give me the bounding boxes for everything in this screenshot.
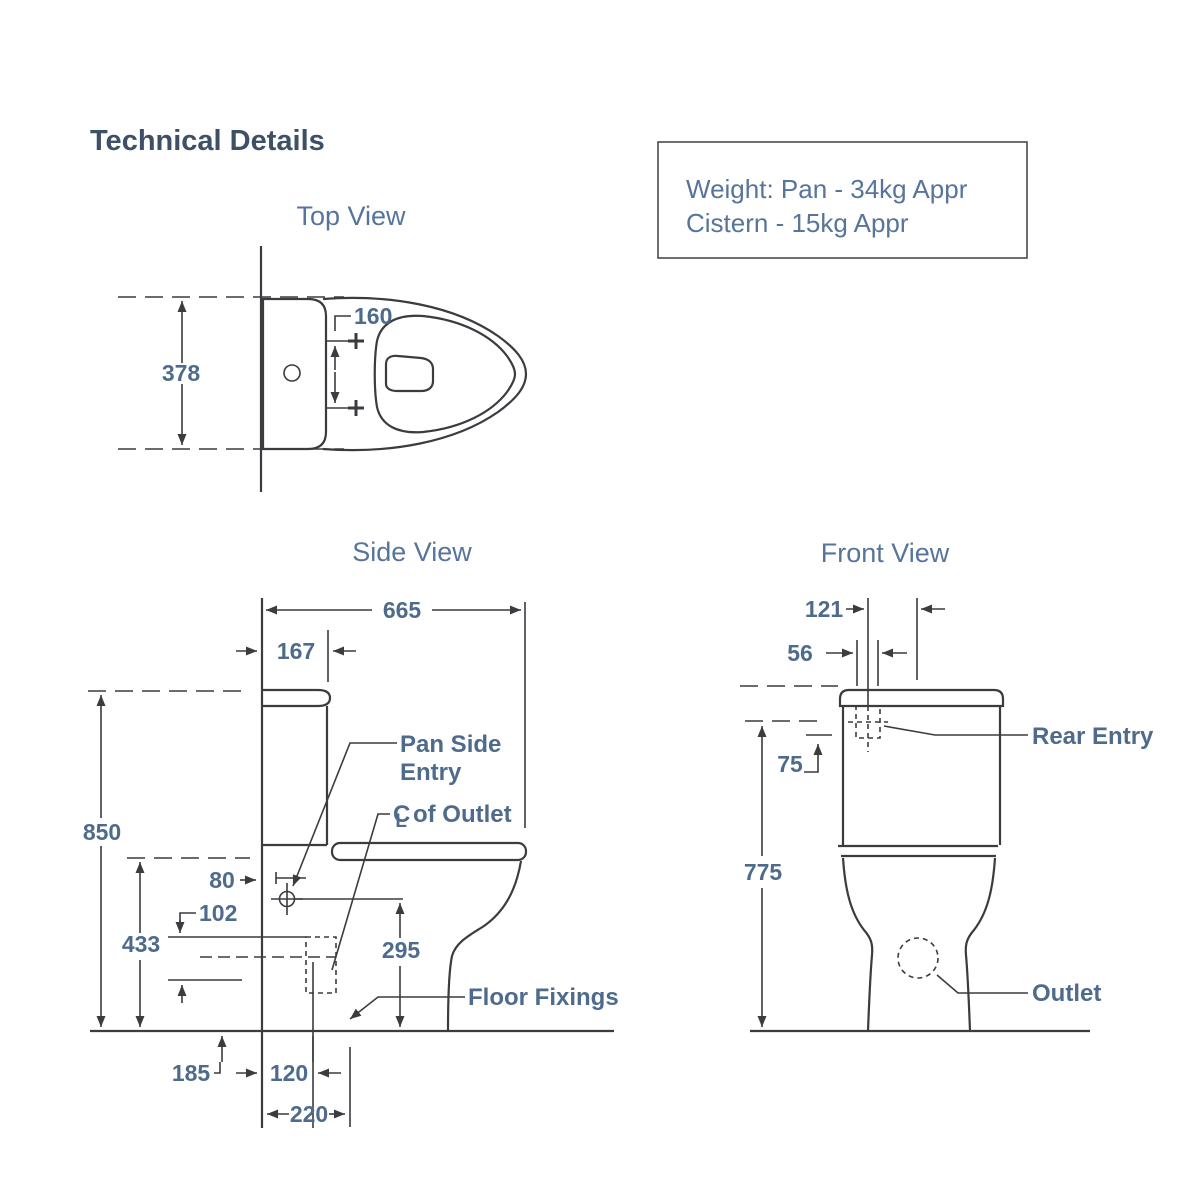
floor-fixings-leader <box>349 996 465 1020</box>
dim-75: 75 <box>777 751 803 777</box>
dim-bracket-75 <box>804 762 819 773</box>
seat-inner-outline <box>373 314 517 434</box>
pan-side-entry-label-line1: Pan Side <box>400 731 501 758</box>
pan-side-entry-label-line2: Entry <box>400 759 462 786</box>
dim-56: 56 <box>787 640 813 666</box>
flush-button-icon <box>283 364 301 382</box>
cistern-lid-profile <box>262 688 332 708</box>
dim-bracket-185 <box>214 1062 221 1074</box>
dim-121: 121 <box>805 596 844 622</box>
page-title: Technical Details <box>90 125 325 157</box>
weight-info-box: Weight: Pan - 34kg Appr Cistern - 15kg A… <box>657 141 1028 259</box>
bowl-pedestal-profile <box>446 860 523 1032</box>
top-view-label: Top View <box>296 201 406 231</box>
hidden-outlet-box <box>305 936 337 994</box>
outlet-hidden-circle <box>897 937 939 979</box>
outlet-label: Outlet <box>1032 980 1101 1007</box>
seat-fixing-cross-icon-top <box>348 333 364 349</box>
seat-fixing-cross-icon-bottom <box>348 400 364 416</box>
pan-right-profile <box>964 857 997 1032</box>
flush-outlet-hole <box>384 354 435 393</box>
cistern-lid-front <box>838 688 1005 708</box>
dim-220: 220 <box>290 1101 328 1127</box>
pan-left-profile <box>841 857 874 1032</box>
pan-side-entry-leader <box>292 742 397 887</box>
dim-185: 185 <box>172 1060 211 1086</box>
dim-850: 850 <box>83 819 121 845</box>
rear-entry-label: Rear Entry <box>1032 723 1154 750</box>
seat-profile <box>330 841 528 862</box>
dim-bracket-102 <box>179 912 196 928</box>
front-view: Front View 121 56 75 <box>740 538 1154 1033</box>
dim-167: 167 <box>277 638 315 664</box>
weight-line-1: Weight: Pan - 34kg Appr <box>686 174 968 204</box>
dim-120: 120 <box>270 1060 308 1086</box>
rear-entry-leader <box>883 725 1028 736</box>
side-view-label: Side View <box>352 537 472 567</box>
dim-378: 378 <box>162 360 201 386</box>
top-view: Top View 378 160 <box>118 201 528 492</box>
dim-775: 775 <box>744 859 783 885</box>
dim-102: 102 <box>199 900 237 926</box>
cl-of-outlet-leader <box>331 813 390 971</box>
floor-fixings-label: Floor Fixings <box>468 984 619 1011</box>
seat-outer-outline <box>322 296 528 452</box>
side-view: Side View 665 167 850 433 80 <box>83 537 619 1128</box>
weight-line-2: Cistern - 15kg Appr <box>686 208 909 238</box>
dim-80: 80 <box>209 867 235 893</box>
outlet-leader <box>936 974 1028 994</box>
dim-bracket-160 <box>334 315 351 331</box>
dim-295: 295 <box>382 937 421 963</box>
tick-entry-centre <box>275 872 306 884</box>
dim-160: 160 <box>354 303 392 329</box>
cistern-plan-outline <box>261 297 328 451</box>
front-view-label: Front View <box>821 538 950 568</box>
dim-665: 665 <box>383 597 422 623</box>
dim-433: 433 <box>122 931 160 957</box>
weight-box-border <box>657 141 1028 259</box>
